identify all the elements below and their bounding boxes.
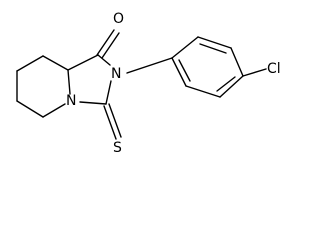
bond-c6-c5 [16, 100, 44, 118]
bond-c8a-c1 [67, 54, 99, 71]
imidazolidine-ring [67, 54, 112, 105]
imide-nitrogen-label: N [111, 66, 121, 82]
bond-c1-o-b [101, 32, 120, 59]
bond-c1-o-a [96, 29, 115, 56]
bond-n2-c3 [105, 80, 112, 105]
bond-ar1-ar2 [171, 36, 199, 59]
bond-c8a-c8 [42, 55, 69, 71]
bond-n2-aryl [126, 57, 173, 74]
bond-c3-s-b [108, 103, 122, 138]
sulfur-atom-label: S [113, 140, 122, 156]
thione-double-bond [103, 103, 122, 140]
bond-ar-inner-3 [178, 59, 191, 82]
oxygen-atom-label: O [113, 11, 124, 27]
bond-ar-inner-2 [216, 76, 236, 92]
bond-c8-c7 [16, 55, 44, 72]
ring-nitrogen-label: N [66, 93, 76, 109]
bond-c1-n2 [97, 54, 111, 66]
chlorophenyl-ring [171, 36, 244, 98]
piperidine-ring [16, 55, 71, 118]
bond-ar2-ar3 [197, 36, 232, 49]
carbonyl-double-bond [96, 29, 120, 59]
bond-ar3-ar4 [230, 47, 244, 77]
bond-ar4-ar5 [219, 75, 244, 98]
bond-c5-n4 [42, 103, 66, 118]
bond-c3-s-a [103, 105, 117, 140]
bond-c3-n4 [79, 101, 107, 105]
chlorine-atom-label: Cl [267, 61, 281, 77]
chemical-structure-drawing: O N N S Cl [16, 11, 281, 156]
bond-ar-inner-1 [199, 43, 227, 54]
bond-ar5-ar6 [185, 85, 221, 98]
chemical-structure-figure: O N N S Cl [16, 11, 281, 156]
bond-ar-cl [242, 68, 267, 77]
bond-n4-c8a [67, 69, 71, 95]
bond-ar6-ar1 [171, 57, 187, 87]
